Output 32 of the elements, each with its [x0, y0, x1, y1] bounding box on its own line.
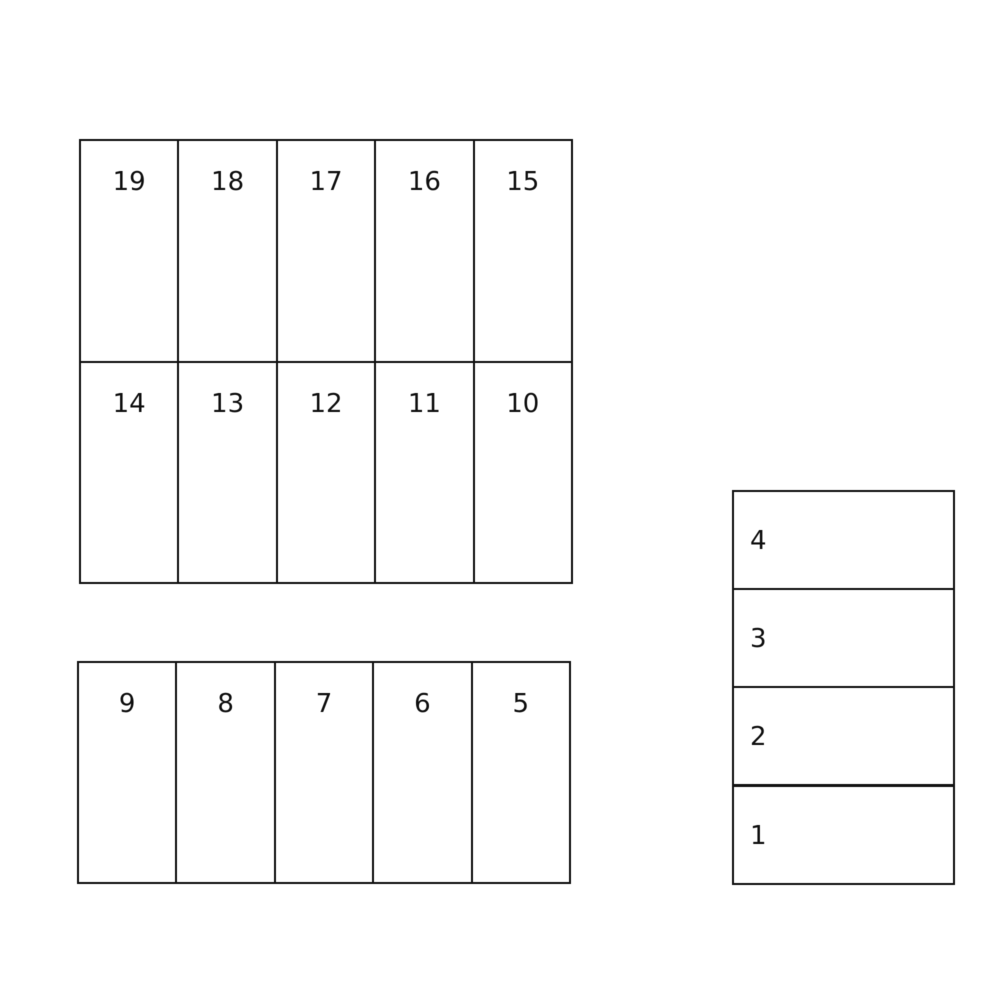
room-box: [732, 686, 955, 786]
room-number: 3: [750, 624, 767, 654]
room-box: [732, 490, 955, 590]
room-box: [472, 360, 573, 584]
room-box: [372, 661, 473, 884]
room-number: 5: [512, 689, 530, 719]
room-number: 1: [750, 820, 767, 851]
room-box: [175, 661, 276, 884]
room-number: 15: [505, 167, 540, 197]
room-number: 4: [750, 526, 767, 556]
room-number: 19: [112, 167, 147, 197]
room-number: 2: [750, 722, 767, 752]
room-number: 18: [210, 167, 246, 197]
room-box: [79, 139, 180, 362]
room-number: 12: [308, 388, 344, 418]
room-box: [470, 661, 571, 884]
room-number: 16: [406, 167, 442, 197]
room-number: 11: [406, 388, 442, 418]
room-box: [472, 139, 573, 362]
room-box: [79, 360, 180, 584]
room-number: 8: [216, 689, 235, 719]
room-number: 10: [505, 388, 540, 418]
room-number: 7: [314, 689, 334, 719]
room-number: 13: [210, 388, 246, 418]
room-box: [274, 661, 374, 884]
room-box: [732, 588, 955, 688]
room-box: [732, 784, 955, 885]
room-number: 17: [308, 167, 344, 197]
room-number: 9: [118, 689, 136, 719]
room-number: 6: [413, 689, 432, 719]
room-box: [77, 661, 178, 884]
room-number: 14: [112, 388, 147, 418]
